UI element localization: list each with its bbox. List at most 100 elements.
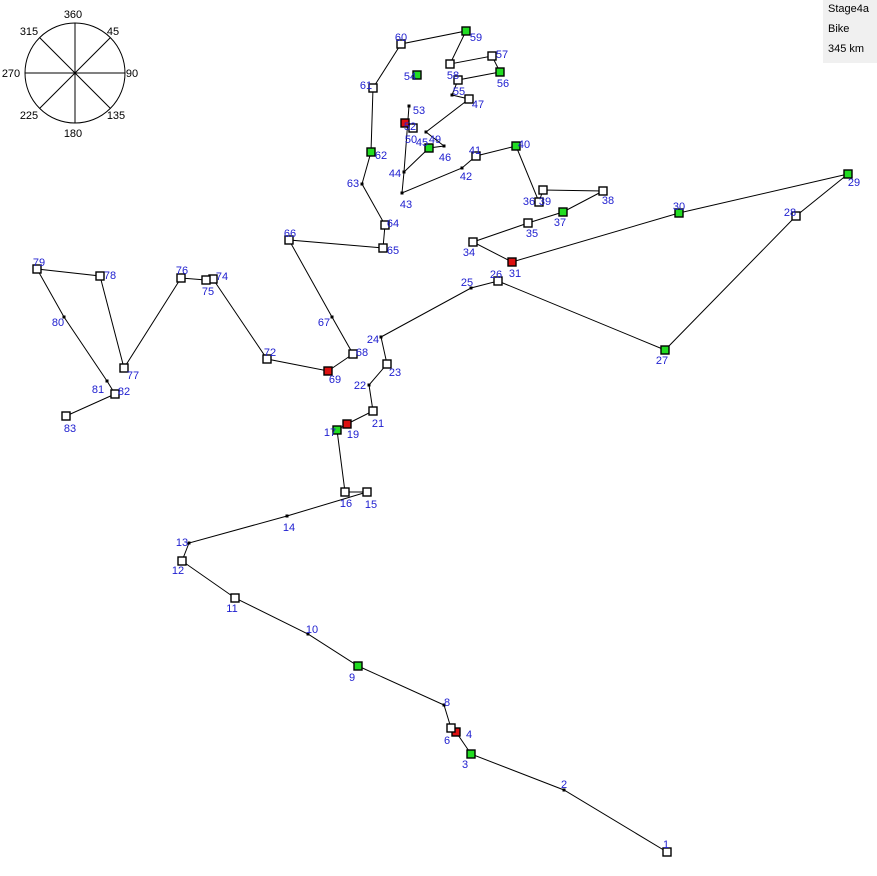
waypoint-6[interactable]: 6 bbox=[444, 723, 456, 747]
waypoint-61[interactable]: 61 bbox=[360, 80, 378, 93]
waypoint-29[interactable]: 29 bbox=[843, 169, 860, 189]
waypoint-45[interactable]: 45 bbox=[416, 137, 434, 153]
waypoint-24[interactable]: 24 bbox=[367, 334, 383, 346]
waypoint-dot-marker bbox=[379, 335, 383, 339]
waypoint-label: 68 bbox=[356, 347, 368, 359]
waypoint-54[interactable]: 54 bbox=[404, 70, 422, 83]
waypoint-52[interactable]: 52 bbox=[400, 118, 416, 133]
waypoint-dot-marker bbox=[400, 191, 404, 195]
waypoint-1[interactable]: 1 bbox=[662, 839, 672, 857]
waypoint-2[interactable]: 2 bbox=[561, 779, 567, 792]
waypoint-26[interactable]: 26 bbox=[490, 269, 503, 286]
waypoint-55[interactable]: 55 bbox=[453, 75, 465, 98]
waypoint-27[interactable]: 27 bbox=[656, 345, 670, 367]
waypoint-42[interactable]: 42 bbox=[460, 166, 472, 184]
waypoint-dot-marker bbox=[442, 703, 446, 707]
waypoint-66[interactable]: 66 bbox=[284, 228, 296, 245]
compass-label-135: 135 bbox=[107, 110, 125, 122]
waypoint-83[interactable]: 83 bbox=[61, 411, 76, 435]
compass-label-90: 90 bbox=[126, 68, 138, 80]
waypoint-60[interactable]: 60 bbox=[395, 32, 407, 49]
waypoint-box-marker bbox=[511, 141, 521, 151]
waypoint-39[interactable]: 39 bbox=[534, 196, 551, 208]
waypoint-10[interactable]: 10 bbox=[306, 624, 318, 636]
compass-label-45: 45 bbox=[107, 26, 119, 38]
waypoint-13[interactable]: 13 bbox=[176, 537, 191, 549]
waypoint-16[interactable]: 16 bbox=[340, 487, 352, 510]
waypoint-80[interactable]: 80 bbox=[52, 315, 66, 330]
waypoint-label: 22 bbox=[354, 380, 366, 392]
waypoint-19[interactable]: 19 bbox=[342, 419, 359, 441]
waypoint-3[interactable]: 3 bbox=[462, 749, 476, 771]
waypoint-82[interactable]: 82 bbox=[110, 386, 130, 399]
waypoint-box-marker bbox=[453, 75, 463, 85]
waypoint-12[interactable]: 12 bbox=[172, 556, 187, 577]
waypoint-44[interactable]: 44 bbox=[389, 168, 406, 180]
waypoint-box-marker bbox=[493, 276, 503, 286]
waypoint-67[interactable]: 67 bbox=[318, 315, 334, 330]
waypoint-53[interactable]: 53 bbox=[407, 104, 426, 118]
travel-mode: Bike bbox=[828, 23, 850, 35]
waypoint-43[interactable]: 43 bbox=[400, 191, 412, 212]
waypoint-label: 37 bbox=[554, 217, 566, 229]
waypoint-14[interactable]: 14 bbox=[283, 514, 295, 535]
waypoint-58[interactable]: 58 bbox=[445, 59, 459, 82]
waypoint-40[interactable]: 40 bbox=[511, 139, 530, 151]
waypoint-15[interactable]: 15 bbox=[362, 487, 377, 511]
waypoint-37[interactable]: 37 bbox=[554, 207, 568, 229]
waypoint-50[interactable]: 50 bbox=[405, 123, 418, 146]
waypoint-36[interactable]: 36 bbox=[523, 185, 548, 208]
waypoint-72[interactable]: 72 bbox=[262, 347, 276, 364]
waypoint-label: 53 bbox=[413, 105, 425, 117]
waypoint-59[interactable]: 59 bbox=[461, 26, 482, 44]
waypoint-25[interactable]: 25 bbox=[461, 277, 473, 290]
compass-spoke bbox=[39, 37, 111, 109]
waypoint-74[interactable]: 74 bbox=[208, 271, 228, 284]
waypoint-75[interactable]: 75 bbox=[201, 275, 214, 298]
waypoint-38[interactable]: 38 bbox=[598, 186, 614, 207]
waypoint-box-marker bbox=[32, 264, 42, 274]
waypoint-dot-marker bbox=[367, 383, 371, 387]
waypoint-65[interactable]: 65 bbox=[378, 243, 399, 257]
waypoint-78[interactable]: 78 bbox=[95, 270, 116, 282]
waypoint-81[interactable]: 81 bbox=[92, 379, 109, 397]
waypoint-69[interactable]: 69 bbox=[323, 366, 341, 386]
waypoint-label: 83 bbox=[64, 423, 76, 435]
waypoint-46[interactable]: 46 bbox=[439, 144, 451, 165]
waypoint-label: 47 bbox=[472, 99, 484, 111]
waypoint-23[interactable]: 23 bbox=[382, 359, 401, 379]
waypoint-41[interactable]: 41 bbox=[469, 145, 481, 161]
waypoint-63[interactable]: 63 bbox=[347, 178, 364, 190]
waypoint-28[interactable]: 28 bbox=[784, 207, 801, 221]
waypoint-68[interactable]: 68 bbox=[348, 347, 368, 359]
waypoint-79[interactable]: 79 bbox=[32, 257, 45, 274]
waypoint-label: 23 bbox=[389, 367, 401, 379]
waypoint-57[interactable]: 57 bbox=[487, 49, 508, 61]
waypoint-9[interactable]: 9 bbox=[349, 661, 363, 684]
waypoint-48[interactable] bbox=[450, 93, 454, 97]
waypoint-box-marker bbox=[466, 749, 476, 759]
waypoint-11[interactable]: 11 bbox=[226, 593, 240, 615]
waypoint-62[interactable]: 62 bbox=[366, 147, 387, 162]
waypoint-21[interactable]: 21 bbox=[368, 406, 384, 430]
waypoint-31[interactable]: 31 bbox=[507, 257, 521, 280]
waypoint-dot-marker bbox=[306, 632, 310, 636]
waypoint-dot-marker bbox=[360, 182, 364, 186]
waypoint-47[interactable]: 47 bbox=[464, 94, 484, 111]
waypoint-22[interactable]: 22 bbox=[354, 380, 371, 392]
waypoint-8[interactable]: 8 bbox=[442, 697, 451, 709]
waypoint-17[interactable]: 17 bbox=[324, 425, 342, 439]
waypoint-34[interactable]: 34 bbox=[463, 237, 478, 259]
waypoint-box-marker bbox=[534, 197, 544, 207]
waypoint-76[interactable]: 76 bbox=[176, 265, 188, 283]
waypoint-35[interactable]: 35 bbox=[523, 218, 538, 240]
waypoint-dot-marker bbox=[330, 315, 334, 319]
waypoint-49[interactable]: 49 bbox=[424, 130, 442, 147]
waypoint-56[interactable]: 56 bbox=[495, 67, 509, 90]
waypoint-30[interactable]: 30 bbox=[673, 201, 685, 218]
waypoint-64[interactable]: 64 bbox=[380, 218, 399, 230]
waypoint-box-marker bbox=[368, 83, 378, 93]
waypoint-77[interactable]: 77 bbox=[119, 363, 139, 382]
